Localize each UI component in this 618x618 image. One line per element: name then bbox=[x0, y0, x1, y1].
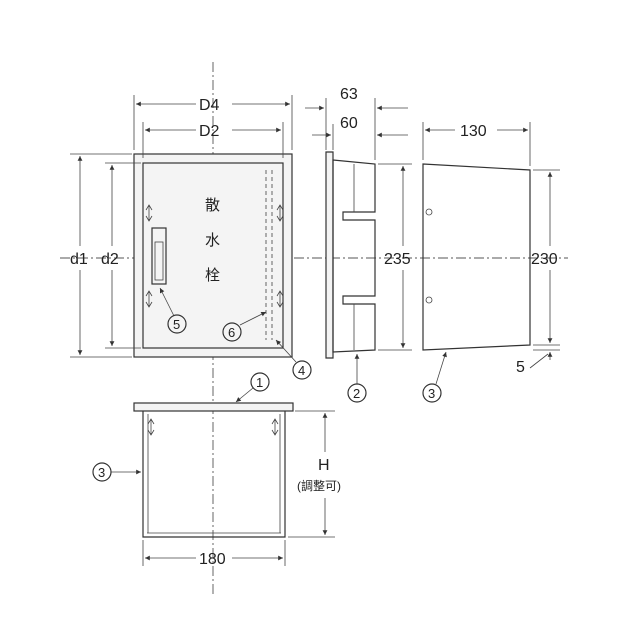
dimension-d1: d1 bbox=[70, 153, 132, 358]
hinge-mark-front-r bbox=[271, 418, 279, 436]
callout-5: 5 bbox=[159, 287, 187, 334]
dimension-d2-vertical: d2 bbox=[101, 162, 141, 349]
inner-lid bbox=[142, 162, 284, 349]
dim-180-label: 180 bbox=[199, 551, 226, 568]
svg-text:4: 4 bbox=[298, 363, 305, 378]
handle-slot-inner bbox=[154, 241, 164, 281]
dimension-235: 235 bbox=[378, 163, 412, 351]
dimension-5: 5 bbox=[516, 349, 560, 376]
lid-profile bbox=[325, 151, 334, 359]
svg-text:3: 3 bbox=[428, 386, 435, 401]
dimension-h: H (調整可) bbox=[288, 410, 341, 538]
hinge-mark-br bbox=[276, 290, 284, 308]
dim-5-label: 5 bbox=[516, 359, 525, 376]
dim-h-note: (調整可) bbox=[297, 478, 341, 493]
right-view bbox=[422, 163, 531, 351]
dimension-d4: D4 bbox=[133, 95, 293, 150]
dim-h-label: H bbox=[318, 457, 330, 474]
dim-d2-label: D2 bbox=[199, 123, 220, 140]
top-view: 散 水 栓 bbox=[133, 153, 293, 358]
dimension-230: 230 bbox=[531, 169, 560, 346]
callout-4: 4 bbox=[275, 339, 312, 380]
svg-text:3: 3 bbox=[98, 465, 105, 480]
callout-3-side: 3 bbox=[422, 351, 447, 403]
callout-1: 1 bbox=[235, 372, 270, 403]
dim-60-label: 60 bbox=[340, 115, 358, 132]
front-section bbox=[133, 402, 294, 538]
dim-d4-label: D4 bbox=[199, 97, 220, 114]
lid-label-2: 水 bbox=[205, 231, 220, 249]
side-section bbox=[325, 151, 376, 359]
dim-63-label: 63 bbox=[340, 86, 358, 103]
svg-text:5: 5 bbox=[173, 317, 180, 332]
callout-6: 6 bbox=[222, 311, 267, 342]
dimension-130: 130 bbox=[422, 122, 531, 166]
lid-plate bbox=[133, 402, 294, 412]
hinge-mark-tl bbox=[145, 204, 153, 222]
callout-3-front: 3 bbox=[92, 462, 142, 482]
lid-label-1: 散 bbox=[205, 196, 220, 214]
hinge-mark-front-l bbox=[147, 418, 155, 436]
body-walls bbox=[142, 411, 286, 538]
dim-235-label: 235 bbox=[384, 251, 411, 268]
svg-text:1: 1 bbox=[256, 375, 263, 390]
svg-text:6: 6 bbox=[228, 325, 235, 340]
body-profile bbox=[332, 159, 376, 353]
lid-label-3: 栓 bbox=[205, 266, 220, 284]
dim-130-label: 130 bbox=[460, 123, 487, 140]
dimension-63: 63 bbox=[305, 86, 408, 160]
tapered-body bbox=[422, 163, 531, 351]
dim-230-label: 230 bbox=[531, 251, 558, 268]
callout-2: 2 bbox=[347, 354, 367, 403]
dim-d1-label: d1 bbox=[70, 251, 88, 268]
hinge-mark-tr bbox=[276, 204, 284, 222]
dim-d2-lower-label: d2 bbox=[101, 251, 119, 268]
dimension-60: 60 bbox=[312, 115, 408, 150]
dimension-180: 180 bbox=[142, 540, 286, 568]
handle-slot bbox=[151, 227, 167, 285]
outer-frame bbox=[133, 153, 293, 358]
svg-text:2: 2 bbox=[353, 386, 360, 401]
hinge-mark-bl bbox=[145, 290, 153, 308]
dimension-d2: D2 bbox=[142, 122, 284, 158]
